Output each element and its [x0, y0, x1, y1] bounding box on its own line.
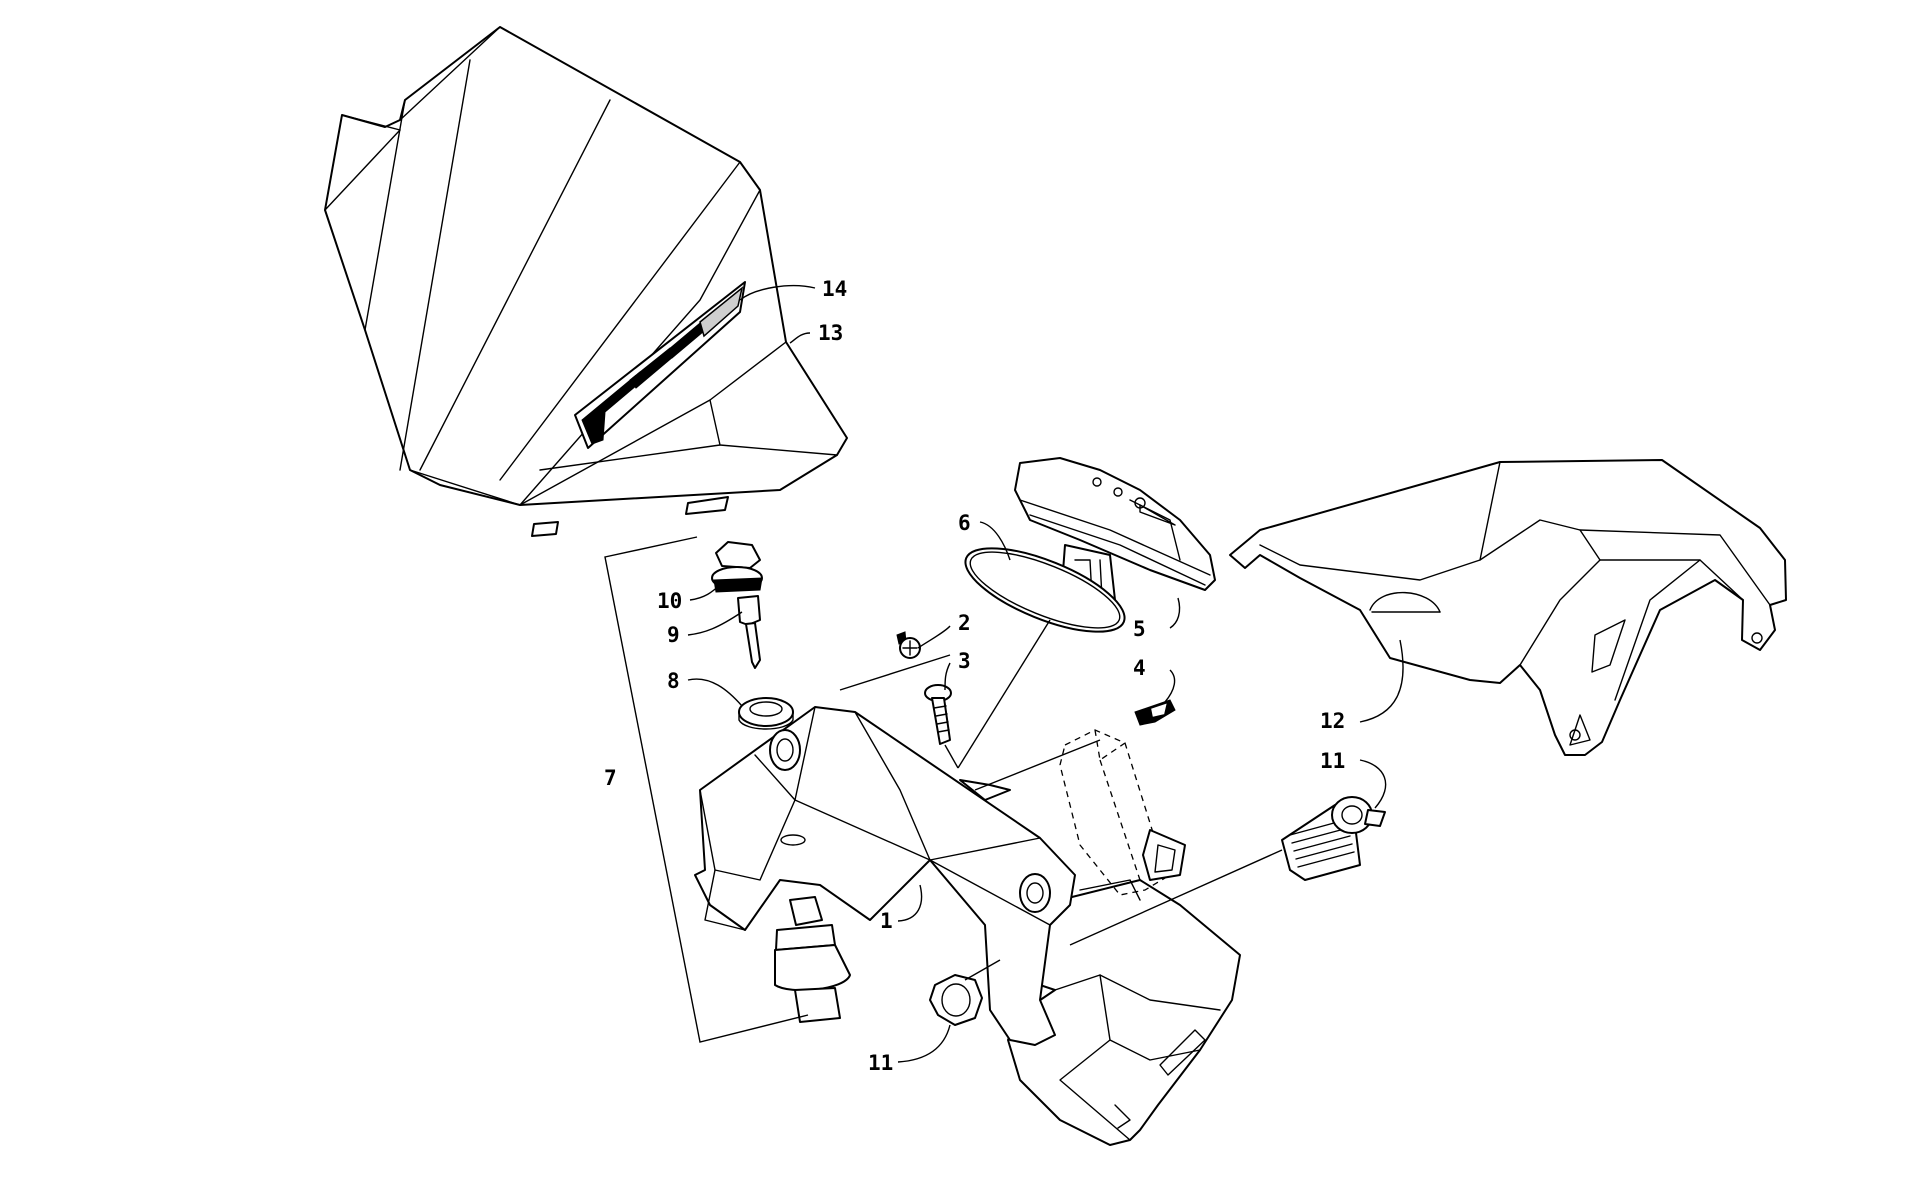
assembly-bracket-7 [604, 536, 809, 1043]
console-housing-part [694, 706, 1241, 1146]
side-panel-part [1229, 459, 1787, 756]
callout-6: 6 [958, 511, 971, 535]
leader-lines [687, 285, 1404, 1063]
callout-labels: 14 13 10 9 8 7 2 3 6 5 4 12 11 1 11 [604, 277, 1345, 1075]
callout-11-nut: 11 [868, 1051, 893, 1075]
screw-long-part [924, 684, 952, 745]
grommet-part [738, 697, 794, 730]
callout-9: 9 [667, 623, 680, 647]
ignition-switch-part [774, 896, 851, 1023]
callout-2: 2 [958, 611, 971, 635]
callout-11-outlet: 11 [1320, 749, 1345, 773]
callout-7: 7 [604, 766, 617, 790]
callout-12: 12 [1320, 709, 1345, 733]
gauge-seal-ring-part [964, 547, 1126, 633]
relay-module-outline [1059, 729, 1186, 896]
callout-3: 3 [958, 649, 971, 673]
callout-13: 13 [818, 321, 843, 345]
callout-8: 8 [667, 669, 680, 693]
windshield-hood-part [324, 26, 848, 537]
callout-10: 10 [657, 589, 682, 613]
clip-part [1134, 699, 1176, 726]
power-outlet-part [1281, 796, 1386, 881]
key-cap-part [711, 541, 763, 593]
decal-700-efi [574, 281, 746, 449]
callout-1: 1 [880, 909, 893, 933]
key-part [737, 595, 761, 669]
outlet-nut-part [929, 974, 983, 1026]
screw-small-part [896, 631, 921, 659]
callout-14: 14 [822, 277, 847, 301]
callout-4: 4 [1133, 656, 1146, 680]
callout-5: 5 [1133, 617, 1146, 641]
